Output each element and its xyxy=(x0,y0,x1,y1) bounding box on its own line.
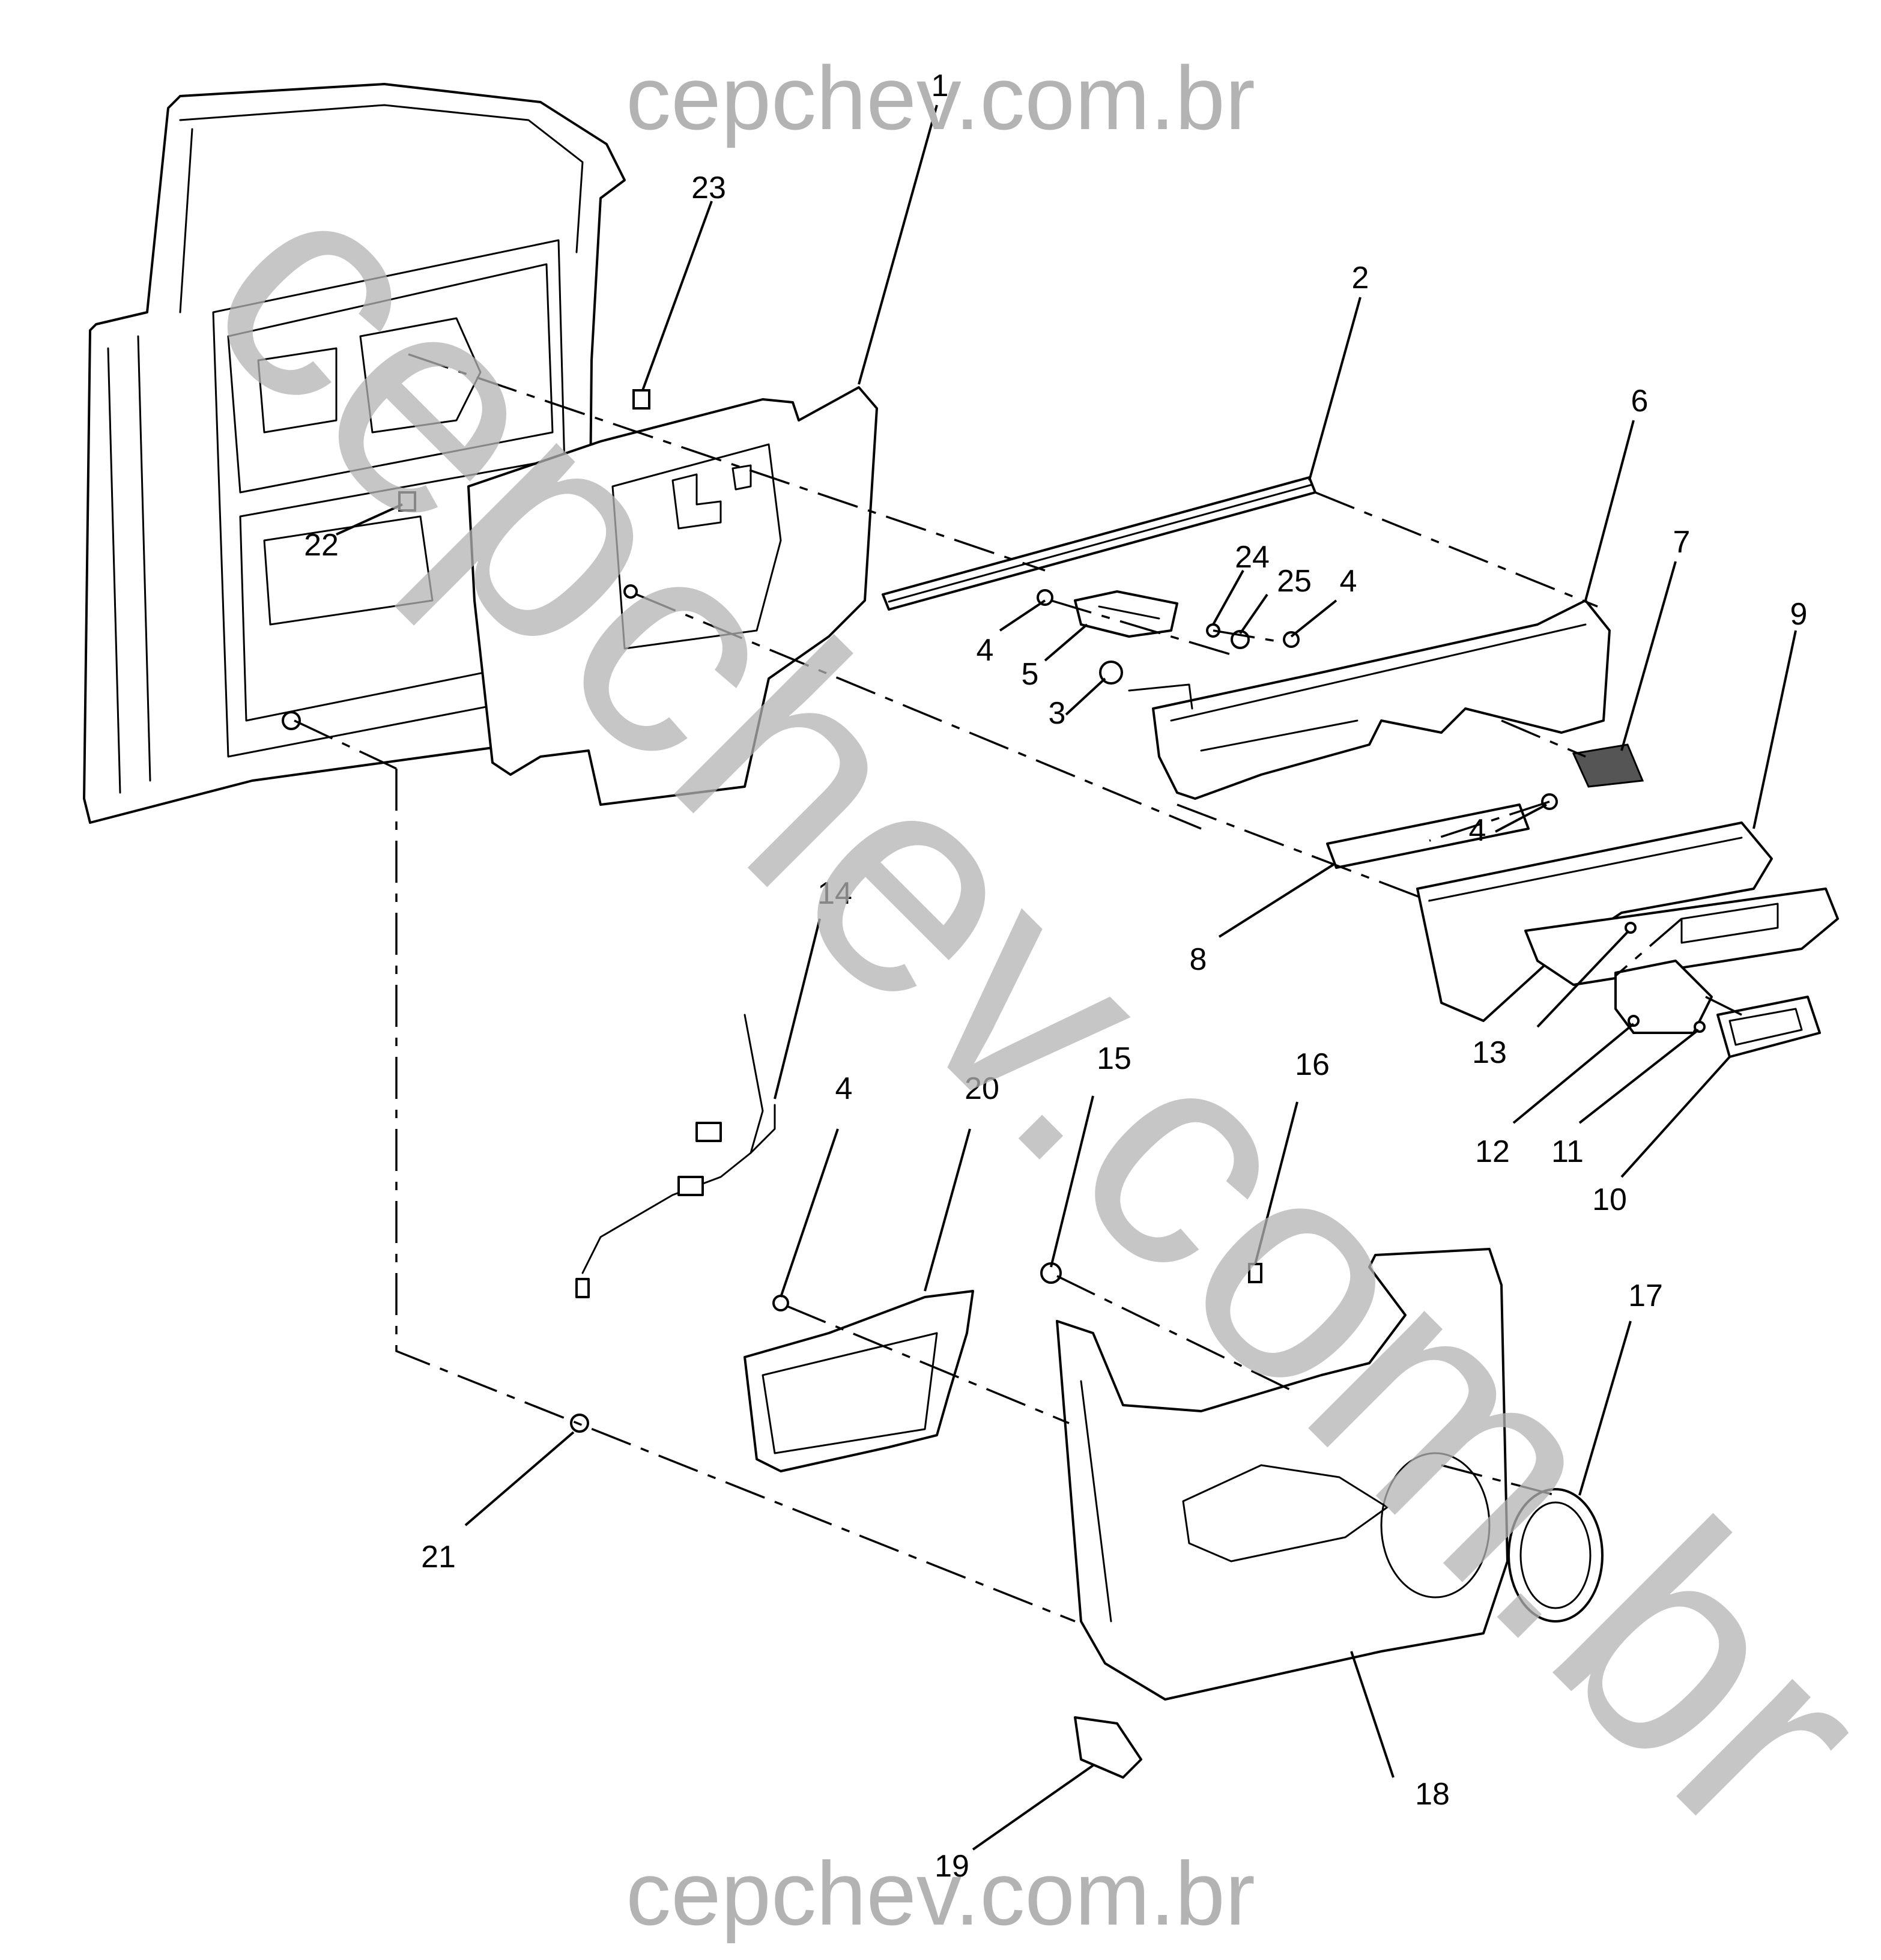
callout-4-lower: 4 xyxy=(835,1071,853,1106)
callout-9: 9 xyxy=(1790,597,1808,632)
callout-7: 7 xyxy=(1673,525,1691,560)
callout-14: 14 xyxy=(817,876,852,911)
part-13-switch-plate xyxy=(1524,888,1839,986)
part-23-nut xyxy=(632,389,650,410)
callout-15: 15 xyxy=(1097,1041,1131,1076)
callout-18: 18 xyxy=(1415,1777,1450,1812)
callout-11: 11 xyxy=(1551,1134,1584,1169)
part-13-screw xyxy=(1625,922,1637,934)
callout-16: 16 xyxy=(1295,1047,1330,1082)
part-10-switch-bezel xyxy=(1716,996,1821,1058)
part-20-pocket-insert xyxy=(744,1290,974,1472)
callout-21: 21 xyxy=(421,1540,456,1574)
callout-20: 20 xyxy=(965,1071,999,1106)
callout-3: 3 xyxy=(1049,696,1066,731)
callout-23: 23 xyxy=(691,171,726,205)
part-4-screw-d xyxy=(772,1295,789,1311)
leader-lines xyxy=(336,104,1797,1851)
part-1-water-deflector xyxy=(467,386,878,806)
alignment-lines xyxy=(294,353,1742,1623)
callout-22: 22 xyxy=(304,528,339,563)
callout-1: 1 xyxy=(931,68,949,103)
callout-24: 24 xyxy=(1235,540,1270,575)
callout-12: 12 xyxy=(1475,1134,1510,1169)
part-4-screw-b xyxy=(1283,631,1300,648)
callout-8: 8 xyxy=(1190,942,1207,977)
part-17-speaker-grille xyxy=(1507,1488,1604,1623)
callout-4-right: 4 xyxy=(1340,564,1357,599)
part-22-nut xyxy=(398,491,416,512)
part-3-clip xyxy=(1099,661,1123,685)
part-14-wiring-harness xyxy=(575,1014,776,1298)
callout-17: 17 xyxy=(1628,1278,1663,1313)
callout-5: 5 xyxy=(1022,657,1039,692)
callouts: 1 2 3 4 4 4 4 5 6 7 8 9 10 11 12 13 14 1… xyxy=(304,68,1807,1884)
callout-4-top: 4 xyxy=(977,633,994,668)
callout-13: 13 xyxy=(1472,1035,1507,1070)
part-5-handle-bracket xyxy=(1074,590,1178,638)
part-18-lower-trim-panel xyxy=(1056,1248,1509,1701)
watermark-bottom: cepchev.com.br xyxy=(626,1843,1255,1944)
part-4-screw-a xyxy=(1037,589,1053,606)
part-7-grille xyxy=(1572,743,1644,788)
callout-25: 25 xyxy=(1277,564,1312,599)
part-12-screw xyxy=(1628,1015,1640,1027)
part-6-upper-trim xyxy=(1128,599,1611,800)
callout-2: 2 xyxy=(1352,261,1369,295)
callout-19: 19 xyxy=(934,1849,969,1884)
part-11-screw xyxy=(1694,1021,1706,1033)
callout-4-armrest: 4 xyxy=(1469,813,1486,848)
watermark-top: cepchev.com.br xyxy=(626,47,1255,148)
callout-6: 6 xyxy=(1631,384,1649,419)
callout-10: 10 xyxy=(1592,1182,1627,1217)
part-19-reflector xyxy=(1074,1716,1142,1779)
part-8-applique xyxy=(1326,803,1530,869)
